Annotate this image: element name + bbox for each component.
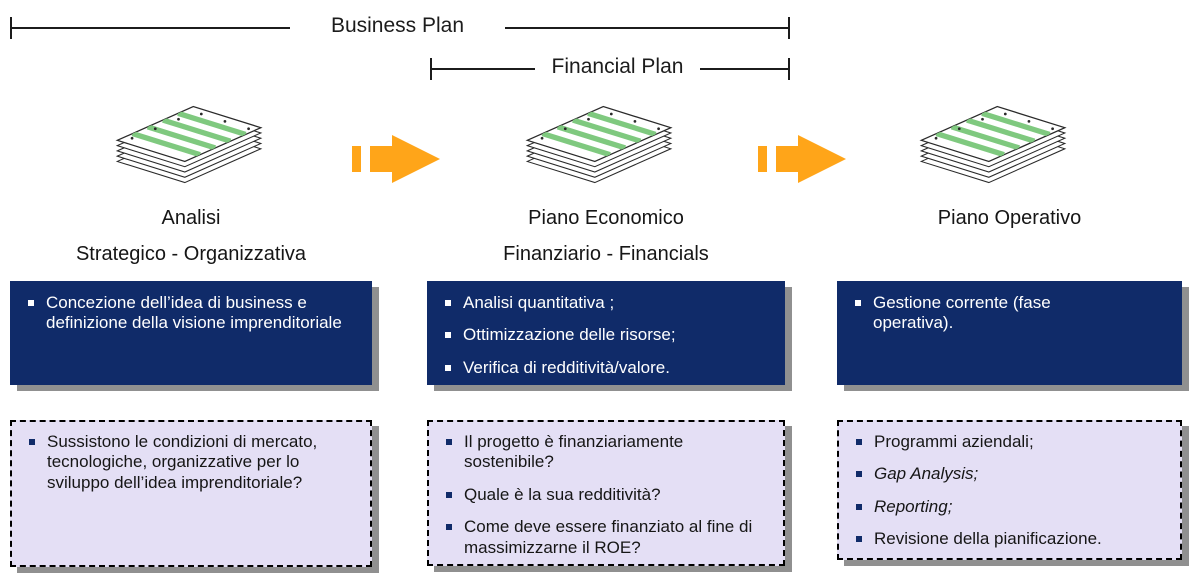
financial-plan-bracket-left-line	[432, 68, 535, 70]
bullet-item: Ottimizzazione delle risorse;	[441, 325, 773, 345]
business-plan-bracket-right-line	[505, 27, 789, 29]
business-plan-bracket-left-line	[10, 27, 290, 29]
column2-title-line1: Piano Economico	[528, 207, 684, 229]
bullet-item: Gestione corrente (fase operativa).	[851, 293, 1101, 334]
question-box-list: Programmi aziendali; Gap Analysis; Repor…	[852, 432, 1168, 550]
financial-plan-label: Financial Plan	[551, 55, 684, 78]
bullet-item: Gap Analysis;	[852, 464, 1168, 484]
blue-box-list: Analisi quantitativa ; Ottimizzazione de…	[441, 293, 773, 378]
bullet-item: Revisione della pianificazione.	[852, 529, 1168, 549]
bullet-item: Come deve essere finanziato al fine di m…	[442, 517, 771, 558]
orange-flow-arrow-icon	[758, 132, 848, 186]
column1-title-line2: Strategico - Organizzativa	[75, 243, 307, 265]
bullet-item: Programmi aziendali;	[852, 432, 1168, 452]
blue-box-piano-operativo: Gestione corrente (fase operativa).	[837, 281, 1182, 385]
paper-stack-icon	[108, 96, 268, 191]
business-plan-label: Business Plan	[330, 14, 465, 37]
bullet-item: Quale è la sua redditività?	[442, 485, 771, 505]
question-box-piano-operativo: Programmi aziendali; Gap Analysis; Repor…	[837, 420, 1182, 560]
bullet-item: Analisi quantitativa ;	[441, 293, 773, 313]
column3-title-line1: Piano Operativo	[937, 207, 1082, 229]
blue-box-list: Concezione dell’idea di business e defin…	[24, 293, 360, 334]
question-box-list: Sussistono le condizioni di mercato, tec…	[25, 432, 358, 493]
question-box-list: Il progetto è finanziariamente sostenibi…	[442, 432, 771, 558]
blue-box-analisi: Concezione dell’idea di business e defin…	[10, 281, 372, 385]
blue-box-piano-economico: Analisi quantitativa ; Ottimizzazione de…	[427, 281, 785, 385]
question-box-piano-economico: Il progetto è finanziariamente sostenibi…	[427, 420, 785, 566]
financial-plan-bracket-right-line	[700, 68, 788, 70]
column2-title-line2: Finanziario - Financials	[503, 243, 709, 265]
paper-stack-icon	[912, 96, 1072, 191]
financial-plan-bracket-right-tick	[788, 58, 790, 80]
financial-plan-bracket-left-tick	[430, 58, 432, 80]
column1-title-line1: Analisi	[161, 207, 221, 229]
bullet-item: Concezione dell’idea di business e defin…	[24, 293, 360, 334]
business-plan-bracket-right-tick	[788, 17, 790, 39]
bullet-item: Sussistono le condizioni di mercato, tec…	[25, 432, 358, 493]
orange-flow-arrow-icon	[352, 132, 442, 186]
question-box-analisi: Sussistono le condizioni di mercato, tec…	[10, 420, 372, 567]
paper-stack-icon	[518, 96, 678, 191]
bullet-item: Il progetto è finanziariamente sostenibi…	[442, 432, 771, 473]
bullet-item: Reporting;	[852, 497, 1168, 517]
bullet-item: Verifica di redditività/valore.	[441, 358, 773, 378]
blue-box-list: Gestione corrente (fase operativa).	[851, 293, 1170, 334]
